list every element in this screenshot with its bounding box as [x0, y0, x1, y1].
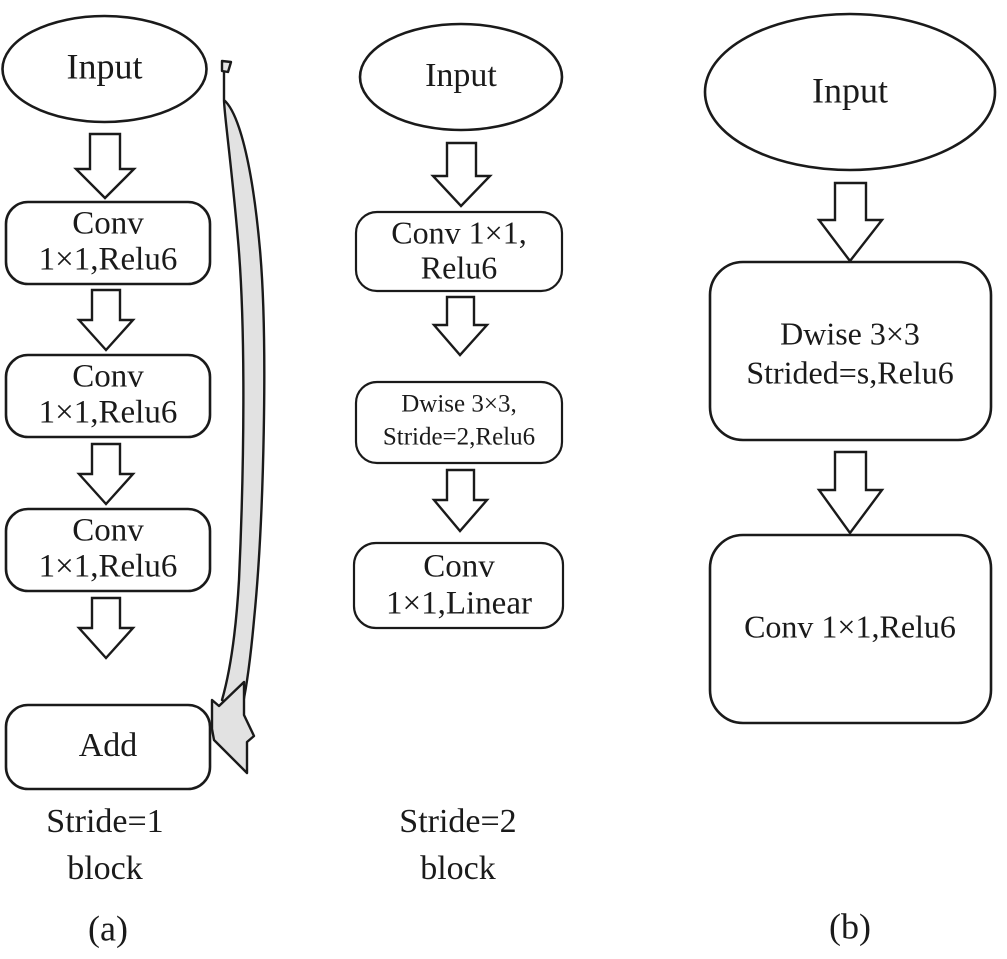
- rounded-rect-shape: [354, 380, 564, 465]
- down-arrow-icon: [73, 132, 137, 200]
- down-arrow-icon: [816, 181, 885, 263]
- down-arrow-icon: [431, 468, 490, 533]
- node-m-dwise[interactable]: Dwise 3×3, Stride=2,Relu6: [354, 380, 564, 465]
- panel-a-caption: (a): [88, 908, 128, 948]
- skip-curve: [220, 60, 266, 714]
- rounded-rect-shape: [4, 703, 212, 791]
- down-arrow-icon: [76, 596, 136, 660]
- node-a-conv1[interactable]: Conv 1×1,Relu6: [4, 200, 212, 286]
- panel-b-caption: (b): [829, 906, 871, 946]
- a-skip-connection: [210, 59, 266, 775]
- rounded-rect-shape: [352, 541, 565, 630]
- skip-arrowhead-icon: [210, 680, 256, 775]
- node-a-conv2-label-line1: Conv: [72, 359, 144, 395]
- rounded-rect-shape: [708, 260, 993, 442]
- node-a-conv1-label-line2: 1×1,Relu6: [39, 242, 178, 278]
- node-r-conv-label: Conv 1×1,Relu6: [744, 608, 956, 644]
- node-r-input[interactable]: Input: [703, 12, 997, 172]
- node-r-input-label: Input: [812, 70, 888, 110]
- node-m-dwise-label-line1: Dwise 3×3,: [401, 391, 516, 418]
- rounded-rect-shape: [4, 200, 212, 286]
- a-arrow-3: [76, 442, 136, 506]
- rounded-rect-shape: [4, 507, 212, 593]
- node-a-input[interactable]: Input: [1, 14, 208, 124]
- node-a-add[interactable]: Add: [4, 703, 212, 791]
- node-m-input-label: Input: [425, 57, 497, 94]
- r-arrow-2: [816, 450, 885, 536]
- a-arrow-4: [76, 596, 136, 660]
- panel-a-sublabel-line2: block: [67, 850, 143, 887]
- a-arrow-2: [76, 288, 136, 352]
- m-arrow-3: [431, 468, 490, 533]
- node-r-conv[interactable]: Conv 1×1,Relu6: [708, 533, 993, 725]
- node-a-add-label: Add: [79, 727, 138, 764]
- down-arrow-icon: [430, 141, 493, 208]
- panel-a-sublabel-line1: Stride=1: [46, 803, 163, 840]
- down-arrow-icon: [816, 450, 885, 536]
- panel-middle: Input Conv 1×1, Relu6 Dwise 3×3, Stride=…: [352, 22, 565, 887]
- node-a-conv3-label-line2: 1×1,Relu6: [39, 549, 178, 585]
- panel-middle-sublabel-line1: Stride=2: [399, 803, 516, 840]
- node-m-conv2[interactable]: Conv 1×1,Linear: [352, 541, 565, 630]
- node-m-conv2-label-line1: Conv: [423, 549, 495, 585]
- node-m-conv1-label-line2: Relu6: [421, 249, 497, 285]
- ellipse-shape: [358, 22, 564, 132]
- node-a-conv3[interactable]: Conv 1×1,Relu6: [4, 507, 212, 593]
- a-arrow-1: [73, 132, 137, 200]
- rounded-rect-shape: [354, 210, 564, 293]
- m-arrow-1: [430, 141, 493, 208]
- node-a-conv2[interactable]: Conv 1×1,Relu6: [4, 353, 212, 439]
- panel-b: Input Dwise 3×3 Strided=s,Relu6 Conv 1×1…: [703, 12, 997, 946]
- node-m-input[interactable]: Input: [358, 22, 564, 132]
- node-r-dwise-label-line1: Dwise 3×3: [780, 315, 920, 351]
- node-a-conv2-label-line2: 1×1,Relu6: [39, 395, 178, 431]
- node-r-dwise-label-line2: Strided=s,Relu6: [746, 354, 953, 390]
- ellipse-shape: [703, 12, 997, 172]
- node-m-conv1-label-line1: Conv 1×1,: [391, 214, 526, 250]
- node-r-dwise[interactable]: Dwise 3×3 Strided=s,Relu6: [708, 260, 993, 442]
- node-a-conv3-label-line1: Conv: [72, 513, 144, 549]
- ellipse-shape: [1, 14, 208, 124]
- panel-a: Input Conv 1×1,Relu6 Conv 1×1,Relu6: [1, 14, 266, 948]
- rounded-rect-shape: [4, 353, 212, 439]
- down-arrow-icon: [431, 295, 490, 357]
- rounded-rect-shape: [708, 533, 993, 725]
- node-a-input-label: Input: [67, 46, 143, 86]
- down-arrow-icon: [76, 442, 136, 506]
- skip-tail: [220, 59, 233, 74]
- node-m-dwise-label-line2: Stride=2,Relu6: [383, 424, 535, 451]
- node-a-conv1-label-line1: Conv: [72, 206, 144, 242]
- down-arrow-icon: [76, 288, 136, 352]
- m-arrow-2: [431, 295, 490, 357]
- panel-middle-sublabel-line2: block: [420, 850, 496, 887]
- node-m-conv2-label-line2: 1×1,Linear: [386, 586, 532, 622]
- r-arrow-1: [816, 181, 885, 263]
- node-m-conv1[interactable]: Conv 1×1, Relu6: [354, 210, 564, 293]
